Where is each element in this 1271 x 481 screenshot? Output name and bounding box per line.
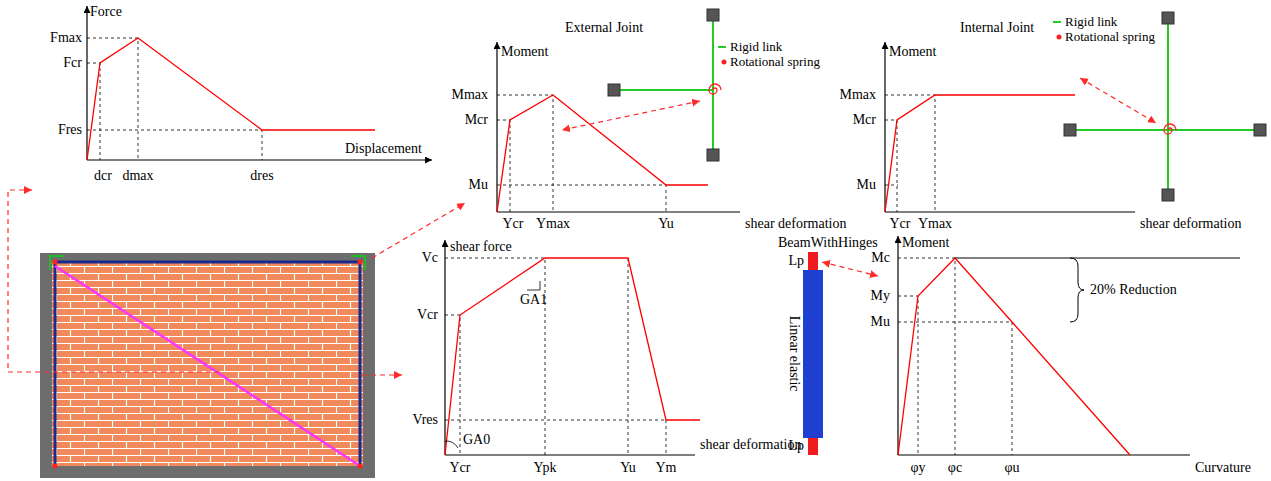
axis-label: dmax (122, 168, 153, 183)
axis-label: Internal Joint (960, 20, 1034, 35)
axis-label: Mu (469, 177, 488, 192)
axis-label: 20% Reduction (1090, 282, 1177, 297)
axis-label: Ycr (450, 460, 471, 475)
axis-label: dres (250, 168, 273, 183)
axis-label: Ycr (503, 216, 524, 231)
axis-label: Yu (620, 460, 636, 475)
axis-label: shear force (450, 239, 512, 254)
axis-label: Lp (788, 253, 804, 268)
axis-label: Linear elastic (786, 316, 801, 392)
axis-label: Mu (857, 177, 876, 192)
axis-label: φu (1004, 460, 1019, 475)
axis-label: Vres (412, 412, 438, 427)
axis-label: Vcr (417, 307, 438, 322)
axis-label: GA0 (463, 432, 490, 447)
axis-label: φc (948, 460, 962, 475)
axis-label: Ypk (534, 460, 557, 475)
axis-label: Vc (422, 250, 438, 265)
axis-label: Mcr (465, 112, 488, 127)
axis-label: Ycr (890, 216, 911, 231)
axis-label: Curvature (1195, 460, 1251, 475)
legend-text: Rotational spring (730, 55, 820, 69)
axis-label: shear deformation (745, 216, 846, 231)
axis-label: My (871, 288, 890, 303)
legend-text: Rotational spring (1065, 30, 1155, 44)
axis-label: Mmax (839, 87, 876, 102)
axis-label: Mu (871, 314, 890, 329)
axis-label: Moment (902, 235, 949, 250)
axis-label: Ymax (918, 216, 952, 231)
axis-label: External Joint (565, 20, 643, 35)
legend-text: Rigid link (1065, 15, 1117, 29)
axis-label: Mc (871, 250, 890, 265)
axis-label: GA1 (520, 292, 547, 307)
axis-label: Fres (58, 122, 82, 137)
axis-label: Lp (788, 438, 804, 453)
axis-label: φy (910, 460, 925, 475)
axis-label: Moment (889, 44, 936, 59)
axis-label: Ymax (536, 216, 570, 231)
axis-label: Yu (658, 216, 674, 231)
axis-label: Ym (656, 460, 677, 475)
axis-label: Fcr (63, 55, 82, 70)
axis-label: Mmax (451, 87, 488, 102)
axis-label: Fmax (50, 30, 82, 45)
axis-label: shear deformation (1140, 216, 1241, 231)
axis-label: BeamWithHinges (778, 235, 878, 250)
axis-label: Force (90, 4, 122, 19)
legend-text: Rigid link (730, 40, 782, 54)
axis-label: Displacement (345, 141, 422, 156)
axis-label: shear deformation (700, 437, 801, 452)
axis-label: Mcr (853, 112, 876, 127)
axis-label: Moment (501, 44, 548, 59)
axis-label: dcr (94, 168, 112, 183)
